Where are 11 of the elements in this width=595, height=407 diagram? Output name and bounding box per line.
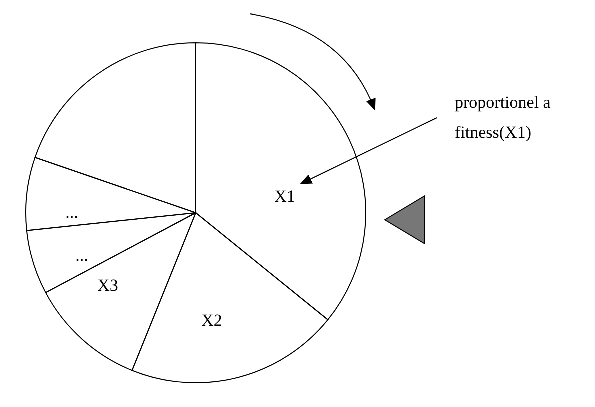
segment-label: X3: [98, 276, 118, 295]
segment-label: X1: [274, 187, 296, 206]
leader-arrow: [300, 118, 438, 184]
wheel-segment: [26, 212, 196, 294]
segment-label: ...: [66, 203, 78, 222]
segment-label: ...: [76, 246, 88, 265]
segment-label: X2: [202, 311, 222, 330]
wheel-segment: [34, 42, 196, 214]
wheel-segment: [45, 212, 196, 372]
annotation-text: proportionel a fitness(X1): [455, 88, 561, 148]
wheel-segment: [132, 212, 329, 384]
